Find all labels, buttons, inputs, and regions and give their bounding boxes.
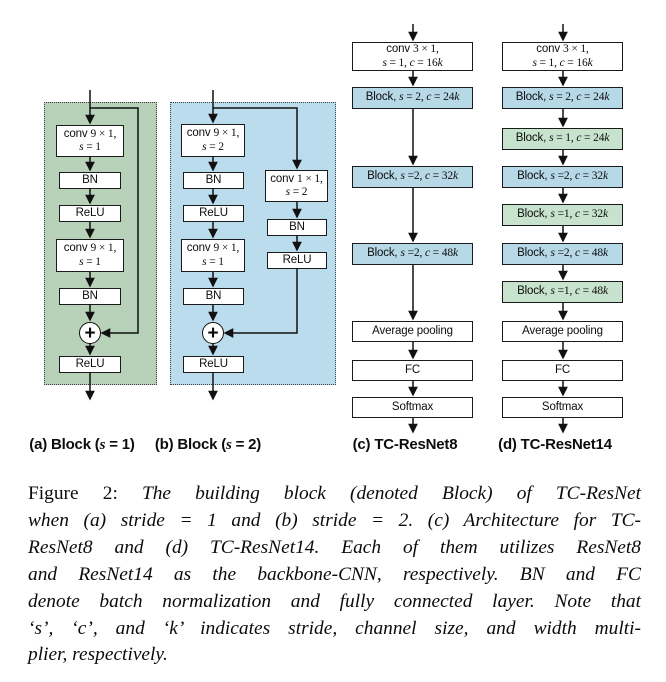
bn-box: BN	[183, 172, 244, 189]
bn-box: BN	[59, 288, 121, 305]
sum-node: +	[202, 322, 224, 344]
block-s1-c48k: Block, s =1, c = 48k	[502, 281, 623, 303]
caption-line: plier, respectively.	[28, 644, 168, 666]
block-s2-c48k: Block, s =2, c = 48k	[502, 243, 623, 265]
conv-9x1-s1-box: conv 9 × 1,s = 1	[56, 125, 124, 157]
plus-icon: +	[207, 322, 219, 344]
plus-icon: +	[84, 322, 96, 344]
block-s2-c32k: Block, s =2, c = 32k	[352, 166, 473, 188]
bn-box: BN	[267, 219, 327, 236]
panel-a-label: (a) Block (s = 1)	[29, 436, 135, 453]
conv-9x1-s1-box: conv 9 × 1,s = 1	[181, 239, 245, 272]
panel-b-label: (b) Block (s = 2)	[154, 436, 262, 453]
conv-9x1-s1-box: conv 9 × 1,s = 1	[56, 239, 124, 272]
sum-node: +	[79, 322, 101, 344]
average-pooling-box: Average pooling	[502, 321, 623, 342]
caption-line: ‘s’, ‘c’, and ‘k’ indicates stride, chan…	[28, 617, 641, 639]
fc-box: FC	[352, 360, 473, 381]
block-s2-c24k: Block, s = 2, c = 24k	[502, 87, 623, 109]
conv-1x1-s2-box: conv 1 × 1,s = 2	[265, 170, 328, 202]
caption-line: denote batch normalization and fully con…	[28, 590, 641, 612]
panel-d-label: (d) TC-ResNet14	[498, 436, 612, 453]
conv-3x1-box: conv 3 × 1,s = 1, c = 16k	[502, 42, 623, 71]
relu-box: ReLU	[59, 205, 121, 222]
fc-box: FC	[502, 360, 623, 381]
panel-c-label: (c) TC-ResNet8	[352, 436, 458, 453]
block-s2-c32k: Block, s =2, c = 32k	[502, 166, 623, 188]
relu-box: ReLU	[59, 356, 121, 373]
average-pooling-box: Average pooling	[352, 321, 473, 342]
relu-box: ReLU	[183, 205, 244, 222]
relu-box: ReLU	[267, 252, 327, 269]
bn-box: BN	[59, 172, 121, 189]
caption-line: and ResNet14 as the backbone-CNN, respec…	[28, 563, 641, 585]
conv-3x1-box: conv 3 × 1,s = 1, c = 16k	[352, 42, 473, 71]
block-s1-c24k: Block, s = 1, c = 24k	[502, 128, 623, 150]
relu-box: ReLU	[183, 356, 244, 373]
figure-number-label: Figure 2:	[28, 483, 118, 504]
caption-line: when (a) stride = 1 and (b) stride = 2. …	[28, 509, 641, 531]
caption-line: Figure 2: The building block (denoted Bl…	[28, 483, 641, 504]
caption-line: ResNet8 and (d) TC-ResNet14. Each of the…	[28, 536, 641, 558]
block-s2-c48k: Block, s =2, c = 48k	[352, 243, 473, 265]
bn-box: BN	[183, 288, 244, 305]
diagram-arrows	[85, 24, 568, 434]
conv-9x1-s2-box: conv 9 × 1,s = 2	[181, 124, 245, 157]
figure-caption: Figure 2: The building block (denoted Bl…	[28, 481, 641, 669]
softmax-box: Softmax	[352, 397, 473, 418]
block-s1-c32k: Block, s =1, c = 32k	[502, 204, 623, 226]
softmax-box: Softmax	[502, 397, 623, 418]
block-s2-c24k: Block, s = 2, c = 24k	[352, 87, 473, 109]
